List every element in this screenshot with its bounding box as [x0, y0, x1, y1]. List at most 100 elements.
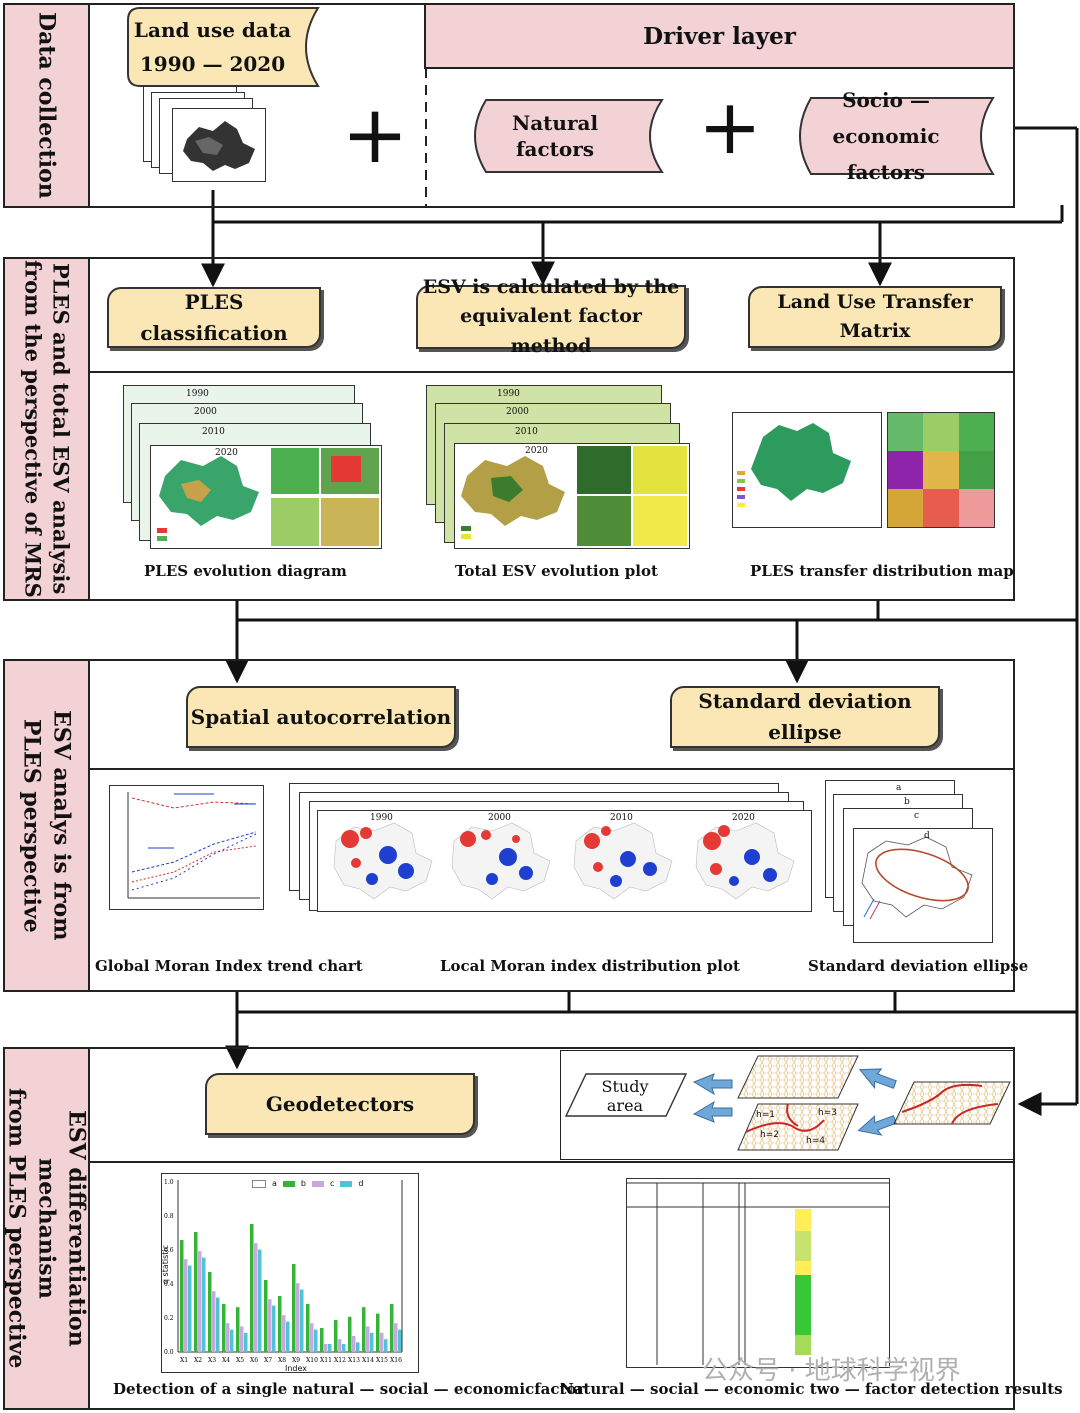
bar-X8-2	[286, 1321, 290, 1352]
land-use-data-shape	[127, 7, 320, 87]
bar-X10-0	[306, 1304, 310, 1352]
bar-tick-X9: X9	[292, 1357, 300, 1364]
bar-tick-X13: X13	[348, 1357, 360, 1364]
bar-X5-2	[244, 1332, 248, 1352]
ples-evolution-caption: PLES evolution diagram	[144, 562, 347, 580]
bar-X16-2	[398, 1329, 402, 1352]
bar-tick-X2: X2	[194, 1357, 202, 1364]
bar-X3-0	[208, 1272, 212, 1352]
bar-ytick-0: 1.0	[164, 1179, 174, 1186]
bar-X1-2	[188, 1265, 192, 1352]
natural-factors-label: Natural factors	[511, 111, 599, 161]
bar-X16-0	[390, 1304, 394, 1352]
socio-economic-shape	[799, 97, 995, 175]
bar-X14-2	[370, 1332, 374, 1352]
bar-tick-X1: X1	[180, 1357, 188, 1364]
bar-X6-1	[254, 1243, 258, 1352]
socio-economic-label: Socio — economic factors	[832, 88, 940, 184]
ples-transfer-detail-grid	[887, 412, 995, 528]
esv-map	[461, 446, 687, 546]
bar-X6-0	[250, 1224, 254, 1352]
bar-X15-0	[376, 1313, 380, 1352]
mechanism-panel	[88, 1047, 1015, 1410]
bar-tick-X6: X6	[250, 1357, 258, 1364]
sd-ellipse-map	[861, 836, 973, 920]
bar-X11-1	[324, 1344, 328, 1352]
bar-ytick-3: 0.4	[164, 1281, 174, 1288]
bar-X3-2	[216, 1297, 220, 1352]
global-moran-trend-chart	[109, 785, 264, 910]
bar-X4-0	[222, 1304, 226, 1352]
bar-X6-2	[258, 1249, 262, 1352]
bar-tick-X15: X15	[376, 1357, 388, 1364]
plus-sign-1: +	[341, 88, 409, 181]
sd-ellipse-stack: a b c d	[825, 780, 997, 945]
bar-X14-1	[366, 1326, 370, 1352]
bar-X12-0	[334, 1320, 338, 1352]
bar-X5-0	[236, 1307, 240, 1352]
sd-ellipse-method-box: Standard deviation ellipse	[670, 686, 940, 748]
geodetector-schematic	[560, 1050, 1015, 1160]
ples-esv-panel	[88, 257, 1015, 601]
ples-classification-box: PLES classification	[107, 287, 321, 348]
bar-X10-2	[314, 1329, 318, 1352]
bar-X11-2	[328, 1344, 332, 1352]
local-moran-caption: Local Moran index distribution plot	[440, 957, 740, 975]
bar-X2-0	[194, 1232, 198, 1352]
mechanism-divider	[88, 1161, 1015, 1163]
bar-X7-1	[268, 1299, 272, 1352]
driver-layer-title: Driver layer	[643, 22, 796, 50]
bar-tick-X3: X3	[208, 1357, 216, 1364]
bar-tick-X8: X8	[278, 1357, 286, 1364]
bar-X12-1	[338, 1339, 342, 1352]
esv-analysis-divider	[88, 768, 1015, 770]
bar-X13-1	[352, 1336, 356, 1352]
bar-chart-ylabel: q statistic	[161, 1244, 171, 1285]
bar-tick-X10: X10	[306, 1357, 318, 1364]
bar-X14-0	[362, 1307, 366, 1352]
total-esv-evolution-plot: 1990 2000 2010 2020	[426, 385, 696, 551]
bar-ytick-2: 0.6	[164, 1247, 174, 1254]
section-label-ples-esv: PLES and total ESV analysis from the per…	[3, 257, 90, 601]
stratum-h1: h=1	[756, 1110, 775, 1120]
section-label-mechanism: ESV differentiation mechanism from PLES …	[3, 1047, 90, 1410]
ples-evolution-diagram: 1990 2000 2010 2020	[123, 385, 385, 551]
section-label-esv-analysis: ESV analys is from PLES perspective	[3, 659, 90, 992]
bar-X12-2	[342, 1344, 346, 1352]
ples-transfer-map	[732, 412, 882, 528]
stratum-h3: h=3	[818, 1108, 837, 1118]
bar-tick-X4: X4	[222, 1357, 230, 1364]
total-esv-caption: Total ESV evolution plot	[455, 562, 658, 580]
natural-factors-shape	[474, 99, 664, 173]
ples-transfer-caption: PLES transfer distribution map	[750, 562, 1014, 580]
land-use-map-stack	[143, 86, 268, 184]
sd-ellipse-caption: Standard deviation ellipse	[808, 957, 1029, 975]
bar-X2-1	[198, 1251, 202, 1352]
ples-esv-divider	[88, 371, 1015, 373]
bar-X7-0	[264, 1280, 268, 1352]
bar-tick-X12: X12	[334, 1357, 346, 1364]
local-moran-maps	[333, 822, 795, 900]
bar-X2-2	[202, 1257, 206, 1352]
bar-X13-2	[356, 1342, 360, 1352]
bar-X3-1	[212, 1291, 216, 1352]
bar-tick-X11: X11	[320, 1357, 332, 1364]
bar-X16-1	[394, 1323, 398, 1352]
driver-layer-header: Driver layer	[424, 3, 1015, 69]
bar-X9-2	[300, 1289, 304, 1352]
geodetectors-box: Geodetectors	[205, 1073, 475, 1135]
bar-ytick-5: 0.0	[164, 1349, 174, 1356]
bar-X8-1	[282, 1315, 286, 1352]
bar-tick-X16: X16	[390, 1357, 402, 1364]
two-factor-caption: Natural — social — economic two — factor…	[560, 1380, 1063, 1398]
bar-X13-0	[348, 1316, 352, 1352]
esv-method-box: ESV is calculated by the equivalent fact…	[416, 276, 686, 357]
two-factor-detection-table	[626, 1178, 890, 1368]
section-divider	[425, 68, 427, 208]
bar-ytick-4: 0.2	[164, 1315, 174, 1322]
bar-chart-xlabel: Index	[285, 1364, 308, 1373]
bar-X5-1	[240, 1326, 244, 1352]
global-moran-caption: Global Moran Index trend chart	[95, 957, 363, 975]
